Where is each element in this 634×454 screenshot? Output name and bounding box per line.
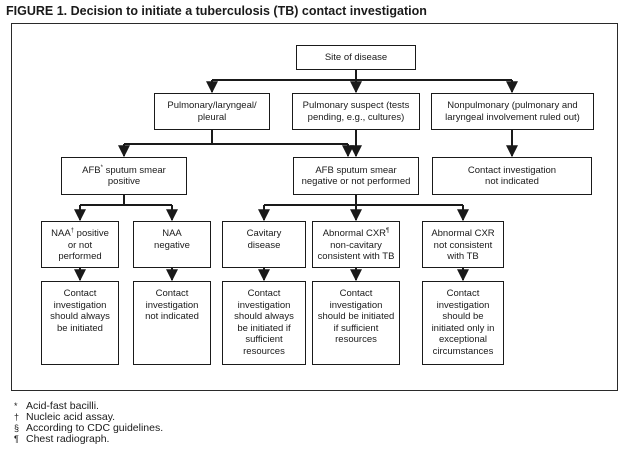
node-nonpulmonary-not-indicated: Contact investigation not indicated <box>432 157 592 195</box>
node-nonpulmonary: Nonpulmonary (pulmonary and laryngeal in… <box>431 93 594 130</box>
result-exceptional-circumstances: Contact investigation should be initiate… <box>422 281 504 365</box>
result-cavitary-initiate-if-resources: Contact investigation should always be i… <box>222 281 306 365</box>
node-pulmonary-laryngeal-pleural: Pulmonary/laryngeal/ pleural <box>154 93 270 130</box>
diagram-frame <box>11 23 618 391</box>
node-naa-positive: NAA† positive or not performed <box>41 221 119 268</box>
node-cxr-consistent: Abnormal CXR¶ non-cavitary consistent wi… <box>312 221 400 268</box>
node-pulmonary-suspect: Pulmonary suspect (tests pending, e.g., … <box>292 93 420 130</box>
result-always-initiated: Contact investigation should always be i… <box>41 281 119 365</box>
footnote-naa: †Nucleic acid assay. <box>14 411 116 423</box>
footnote-afb: *Acid-fast bacilli. <box>14 400 99 412</box>
node-naa-negative: NAA negative <box>133 221 211 268</box>
footnote-cdc: §According to CDC guidelines. <box>14 422 164 434</box>
footnote-cxr: ¶Chest radiograph. <box>14 433 110 445</box>
figure-title: FIGURE 1. Decision to initiate a tubercu… <box>6 4 427 18</box>
node-cxr-not-consistent: Abnormal CXR not consistent with TB <box>422 221 504 268</box>
node-afb-smear-positive: AFB* sputum smear positive <box>61 157 187 195</box>
result-not-indicated: Contact investigation not indicated <box>133 281 211 365</box>
footnote-mark-naa: † <box>70 227 75 234</box>
footnote-mark-cxr: ¶ <box>386 227 390 234</box>
result-cxr-initiate-if-resources: Contact investigation should be initiate… <box>312 281 400 365</box>
node-site-of-disease: Site of disease <box>296 45 416 70</box>
footnote-mark-afb: * <box>100 164 103 171</box>
node-cavitary-disease: Cavitary disease <box>222 221 306 268</box>
node-afb-smear-negative: AFB sputum smear negative or not perform… <box>293 157 419 195</box>
